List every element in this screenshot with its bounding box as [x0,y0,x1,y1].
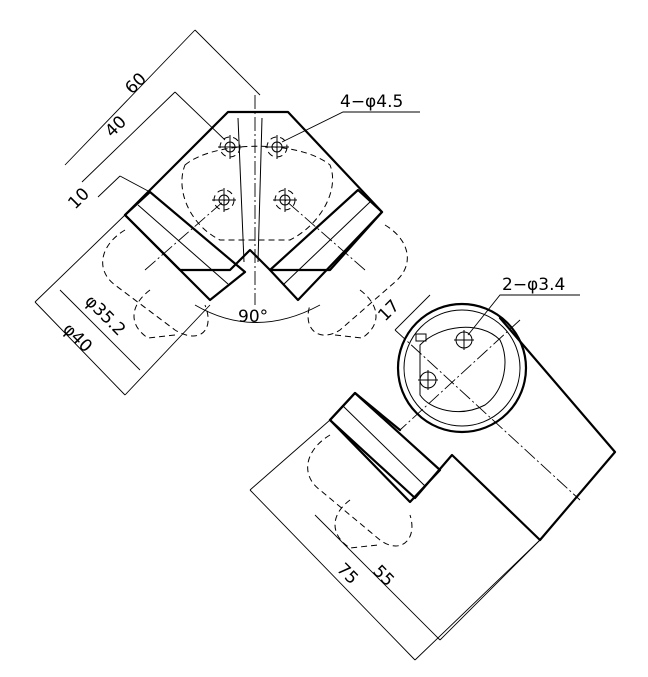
dim-40dia-ext1 [34,214,126,303]
left-stub-inner-line [137,204,229,285]
dim-55-label: 55 [368,561,397,590]
right-tube-stub [268,188,384,302]
hole-3 [212,188,236,212]
center-groove [237,117,263,263]
dim-75-ext2 [414,539,541,661]
angle-label: 90° [238,307,268,327]
top-holes-leader [281,111,420,143]
dim-40-ext [174,91,226,141]
right-phantom-tube [307,224,408,336]
dim-17-label: 17 [374,296,403,325]
side-tube-body [328,316,617,542]
top-view [34,29,420,396]
dim-10-line [97,175,121,198]
dim-outer-diameter-label: φ40 [58,319,95,356]
right-phantom-tube-2 [334,289,377,339]
side-tube-stub [328,391,442,504]
side-phantom-tube [307,434,413,547]
dim-60-label: 60 [121,69,150,98]
side-holes-label: 2−φ3.4 [502,275,565,295]
side-holes-leader [467,294,580,336]
dim-inner-diameter-label: φ35.2 [80,291,129,340]
dim-40-label: 40 [101,112,130,141]
side-stub-inner-line [342,405,426,487]
dim-40-line [81,91,176,183]
top-body-outline [123,110,384,272]
side-centerline-1 [394,329,581,501]
side-inner-circle [403,309,521,427]
angle-arc [194,304,321,323]
dim-35dia-line [59,289,141,371]
hole-1 [218,135,242,159]
dim-75-label: 75 [332,559,361,588]
dim-75-ext1 [249,419,331,491]
side-view [249,294,617,661]
right-stub-inner-line [283,201,371,285]
dim-55-line [314,514,441,641]
hole-4 [273,188,297,212]
dim-17-ext1 [394,309,416,331]
top-holes-label: 4−φ4.5 [340,92,403,112]
dim-10-label: 10 [64,184,93,213]
left-phantom-tube [102,229,209,337]
left-tube-stub [123,190,247,302]
side-centerline-2 [399,319,521,431]
dim-40dia-line [34,301,126,396]
side-hole-1 [454,330,474,350]
hole-2 [265,135,289,159]
top-left-centerline [144,199,226,271]
left-phantom-tube-2 [133,289,176,339]
dim-60-line [64,29,196,166]
dim-10-ext [119,175,151,193]
dim-75-line [249,489,416,661]
top-right-centerline [284,199,366,271]
dim-17-line [414,294,431,311]
dim-55-ext [439,539,541,641]
inner-rounded-shape [181,145,334,241]
dim-60-ext [194,29,261,96]
side-outer-circle [396,302,528,434]
side-hole-2 [418,370,438,390]
side-slot-shape [419,326,506,413]
side-phantom-tube-2 [334,499,379,549]
dim-40dia-ext2 [124,304,211,396]
side-marker [415,333,427,342]
